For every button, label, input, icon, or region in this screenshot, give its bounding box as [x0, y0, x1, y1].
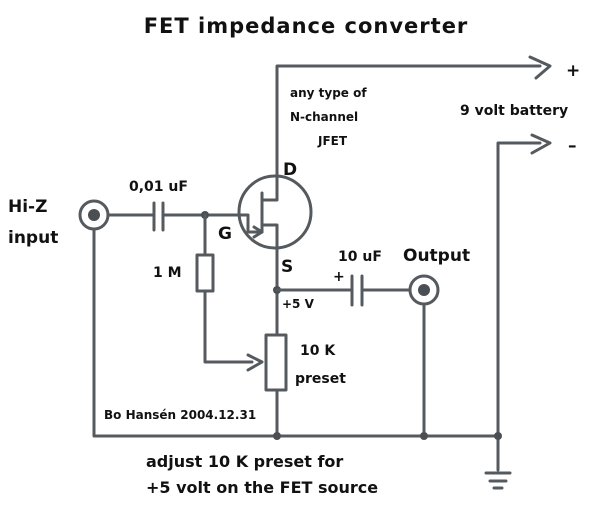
ground-icon: [484, 471, 512, 490]
input-jack-icon: [78, 199, 110, 231]
preset-label-line-2: preset: [295, 371, 346, 387]
input-capacitor-label: 0,01 uF: [129, 179, 188, 195]
fet-note-line-3: JFET: [317, 134, 348, 148]
source-voltage-label: +5 V: [282, 297, 315, 311]
adjust-note-line-1: adjust 10 K preset for: [146, 452, 343, 471]
battery-plus-terminal-icon: [528, 55, 552, 80]
preset-potentiometer-icon: [264, 333, 288, 392]
output-label: Output: [403, 246, 470, 266]
gate-resistor-icon: [195, 253, 215, 293]
output-capacitor-icon: [350, 274, 364, 307]
ground-junction-dot-output: [420, 432, 428, 440]
diagram-title: FET impedance converter: [144, 14, 469, 38]
resistor-to-wiper-wire: [203, 289, 254, 364]
ground-rail-wire: [496, 141, 542, 472]
fet-note-line-1: any type of: [290, 86, 367, 100]
input-label-line-1: Hi-Z: [8, 197, 47, 217]
ground-junction-dot-battery: [494, 432, 502, 440]
gate-pin-label: G: [218, 224, 232, 244]
battery-minus-terminal-icon: [530, 133, 552, 155]
battery-plus-sign: +: [566, 61, 580, 81]
output-capacitor-polarity: +: [333, 269, 345, 285]
adjust-note-line-2: +5 volt on the FET source: [146, 478, 378, 497]
fet-note-line-2: N-channel: [290, 110, 358, 124]
output-capacitor-label: 10 uF: [338, 249, 382, 265]
bottom-ground-rail: [92, 227, 500, 438]
input-label-line-2: input: [8, 228, 58, 248]
battery-label: 9 volt battery: [460, 103, 568, 119]
preset-label-line-1: 10 K: [300, 343, 336, 359]
battery-minus-sign: –: [568, 136, 577, 156]
source-pin-label: S: [281, 257, 293, 277]
author-signature: Bo Hansén 2004.12.31: [104, 408, 256, 422]
gate-wire: [161, 213, 250, 234]
input-capacitor-icon: [152, 201, 165, 232]
output-jack-icon: [408, 274, 440, 306]
drain-pin-label: D: [283, 160, 297, 180]
jfet-symbol-icon: [237, 174, 313, 252]
gate-resistor-label: 1 M: [153, 265, 182, 281]
wiper-arrow-icon: [246, 353, 264, 372]
drain-rail-wire: [275, 64, 542, 182]
ground-junction-dot-preset: [273, 432, 281, 440]
